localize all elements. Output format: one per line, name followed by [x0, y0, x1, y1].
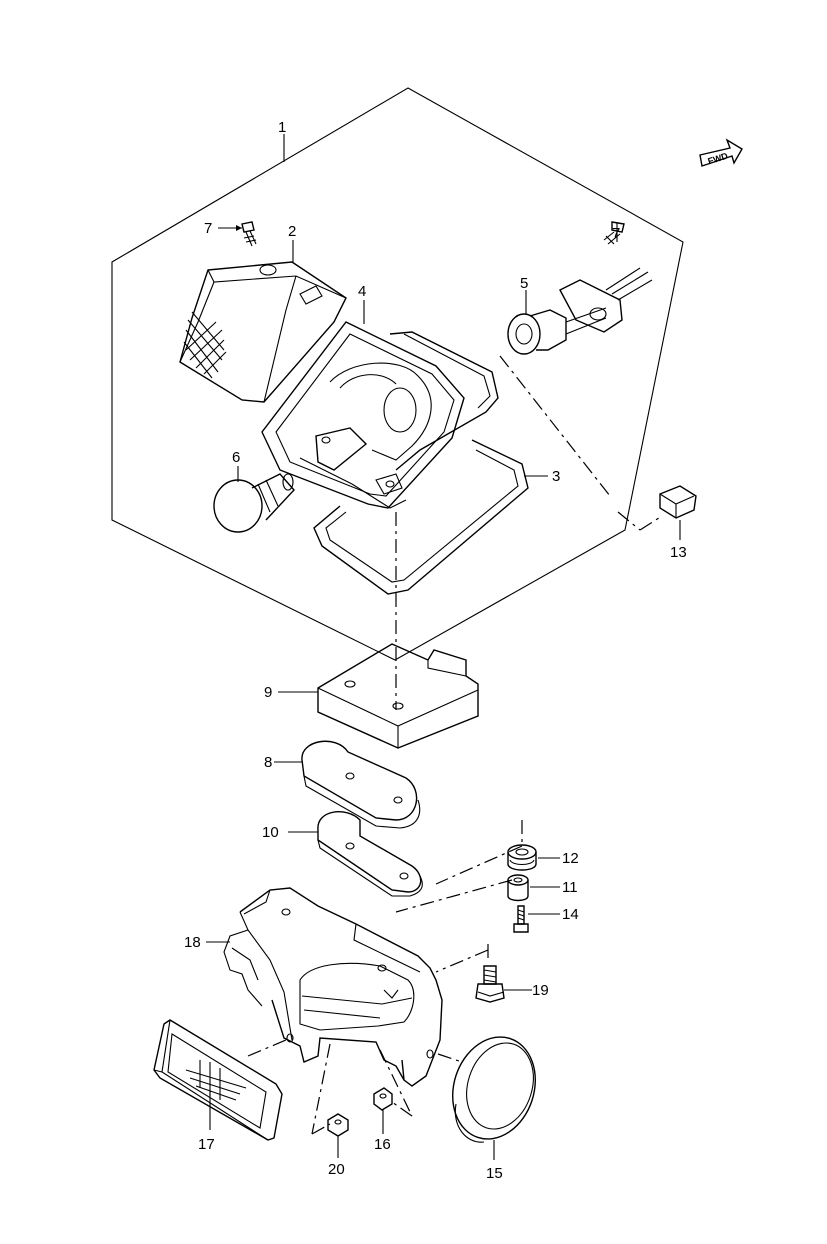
label-2: 2 [288, 223, 296, 240]
part-6-bulb [213, 473, 295, 533]
assembly-line-19b [435, 949, 489, 973]
part-7-screw-left [241, 221, 257, 247]
assembly-line-16b [391, 1101, 413, 1117]
assembly-line-5 [499, 355, 611, 497]
part-13-clip [659, 485, 697, 519]
assembly-line-14 [395, 879, 513, 913]
assembly-1-outline [111, 87, 684, 661]
part-12-grommet [507, 844, 537, 871]
label-8: 8 [264, 754, 272, 771]
label-6: 6 [232, 449, 240, 466]
leader-7a-arrow [236, 225, 242, 231]
part-20-nut [327, 1113, 349, 1137]
label-18: 18 [184, 934, 201, 951]
part-8-pad [301, 740, 421, 829]
part-18-bracket [223, 887, 443, 1087]
part-14-screw [513, 905, 529, 933]
label-10: 10 [262, 824, 279, 841]
part-16-nut [373, 1087, 393, 1111]
assembly-line-15 [437, 1053, 463, 1063]
label-16: 16 [374, 1136, 391, 1153]
label-20: 20 [328, 1161, 345, 1178]
label-19: 19 [532, 982, 549, 999]
label-13: 13 [670, 544, 687, 561]
label-5: 5 [520, 275, 528, 292]
label-14: 14 [562, 906, 579, 923]
part-19-bolt [475, 965, 505, 1003]
fwd-arrow-icon: FWD [699, 138, 743, 167]
part-11-collar [507, 874, 529, 902]
lens-grid [183, 311, 227, 379]
label-17: 17 [198, 1136, 215, 1153]
label-7-left: 7 [204, 220, 212, 237]
part-4-gasket [261, 321, 465, 509]
part-17-lamp [153, 1019, 283, 1141]
label-9: 9 [264, 684, 272, 701]
assembly-line-13 [617, 511, 641, 531]
part-15-reflector [452, 1036, 536, 1143]
assembly-line-17 [247, 1039, 287, 1057]
part-2-lens-cover [179, 261, 347, 403]
assembly-line-16 [379, 1049, 413, 1117]
label-12: 12 [562, 850, 579, 867]
label-7-right: 7 [612, 225, 620, 242]
assembly-line-12b [435, 845, 523, 885]
lamp-grid [185, 1060, 247, 1101]
assembly-line-13b [639, 515, 663, 531]
assembly-line-20b [311, 1123, 331, 1135]
part-3-base-gasket [313, 439, 529, 595]
part-10-pad [317, 811, 423, 897]
label-4: 4 [358, 283, 366, 300]
label-1: 1 [278, 119, 286, 136]
part-7-screw-right [603, 221, 625, 245]
label-3: 3 [552, 468, 560, 485]
part-5-socket [507, 267, 653, 355]
label-15: 15 [486, 1165, 503, 1182]
label-11: 11 [562, 879, 578, 896]
housing-body [299, 331, 499, 509]
part-9-plate [317, 643, 479, 749]
